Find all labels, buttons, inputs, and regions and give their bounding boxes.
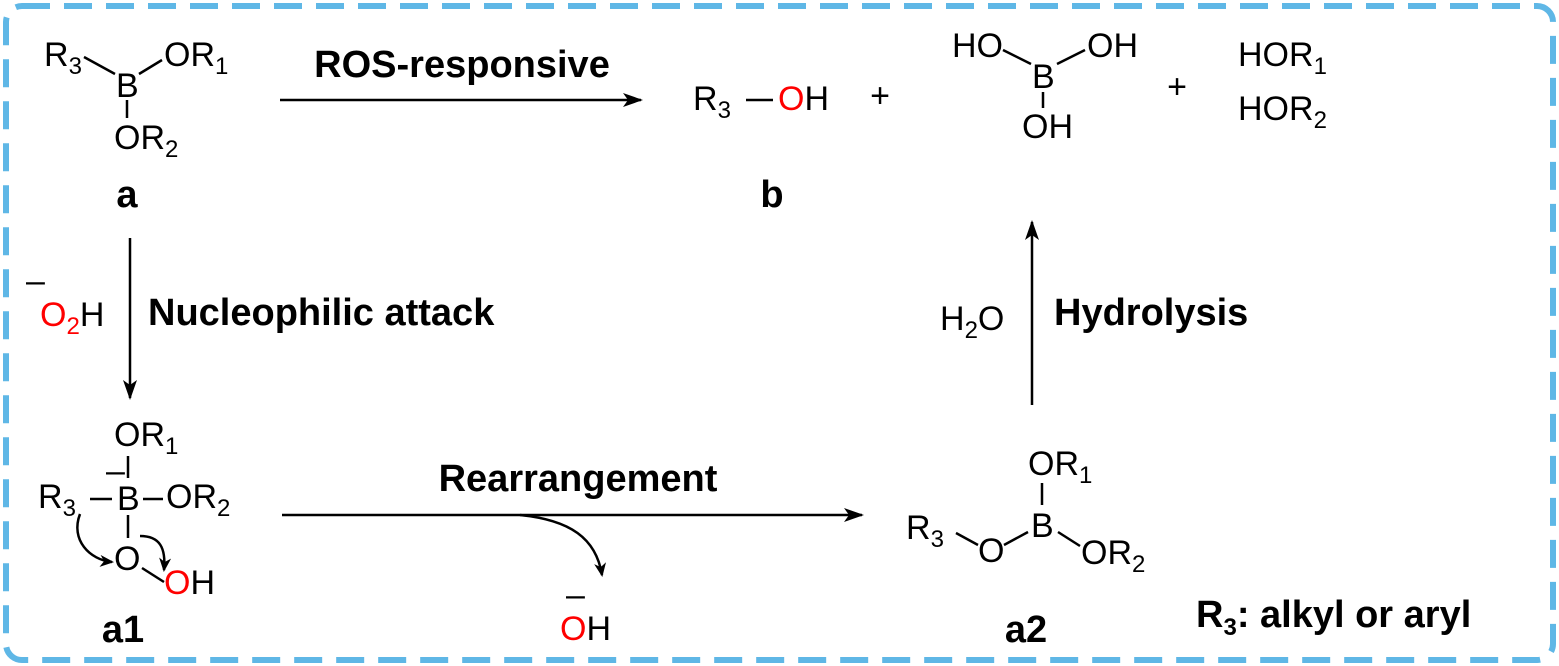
svg-text:OH: OH (560, 610, 611, 648)
condition-nucleophilic-attack: Nucleophilic attack (148, 292, 495, 334)
svg-text:O: O (114, 540, 140, 578)
svg-text:OH: OH (1087, 27, 1138, 65)
dashed-frame (3, 3, 1556, 663)
compound-a1-structure: OR1 – R3 B OR2 O OH (38, 416, 230, 602)
svg-text:OR1: OR1 (114, 416, 178, 460)
compound-a2-structure: OR1 B R3 O OR2 (906, 445, 1145, 578)
condition-rearrangement: Rearrangement (439, 458, 718, 500)
product-b-alcohol: R3 OH (693, 80, 829, 124)
compound-a-structure: R3 B OR1 OR2 (44, 36, 228, 163)
svg-text:R3: R3 (693, 80, 731, 124)
reagent-water: H2O (940, 300, 1004, 344)
atom-or: OR (164, 36, 215, 74)
boric-acid: HO OH B OH (952, 27, 1138, 146)
svg-text:–: – (566, 576, 585, 614)
atom-r: R (44, 36, 69, 74)
svg-text:–: – (26, 262, 45, 300)
svg-text:B: B (1031, 507, 1054, 545)
byproduct-hydroxide: – OH (560, 576, 611, 648)
plus-sign: + (1167, 68, 1187, 106)
svg-text:OR1: OR1 (164, 36, 228, 80)
compound-label-b: b (760, 174, 783, 216)
svg-text:HOR2: HOR2 (1238, 90, 1327, 134)
condition-hydrolysis: Hydrolysis (1054, 292, 1248, 334)
svg-text:–: – (106, 452, 125, 490)
svg-text:O2H: O2H (40, 296, 104, 340)
svg-text:R3: R3 (44, 36, 82, 80)
svg-text:B: B (117, 480, 140, 518)
alcohol-byproducts: HOR1 HOR2 (1238, 36, 1327, 134)
plus-sign: + (870, 77, 890, 115)
footnote-r3-definition: R3: alkyl or aryl (1196, 594, 1471, 641)
atom-or: OR (114, 119, 165, 157)
condition-ros-responsive: ROS-responsive (314, 44, 610, 86)
svg-text:OH: OH (1022, 108, 1073, 146)
compound-label-a: a (116, 174, 138, 216)
svg-text:O: O (978, 532, 1004, 570)
svg-text:R3: R3 (38, 478, 76, 522)
atom-boron: B (116, 67, 139, 105)
svg-text:R3: R3 (906, 509, 944, 553)
svg-text:HO: HO (952, 27, 1003, 65)
leaving-group-arrow (519, 513, 606, 577)
svg-text:B: B (1032, 58, 1055, 96)
svg-text:OR2: OR2 (166, 478, 230, 522)
svg-text:OR1: OR1 (1028, 445, 1092, 489)
svg-text:HOR1: HOR1 (1238, 36, 1327, 80)
compound-label-a2: a2 (1005, 609, 1047, 651)
svg-text:OR2: OR2 (114, 119, 178, 163)
svg-text:OH: OH (164, 564, 215, 602)
svg-text:OH: OH (778, 80, 829, 118)
svg-text:OR2: OR2 (1081, 534, 1145, 578)
compound-label-a1: a1 (102, 609, 144, 651)
reagent-hydroperoxide: – O2H (26, 262, 104, 340)
